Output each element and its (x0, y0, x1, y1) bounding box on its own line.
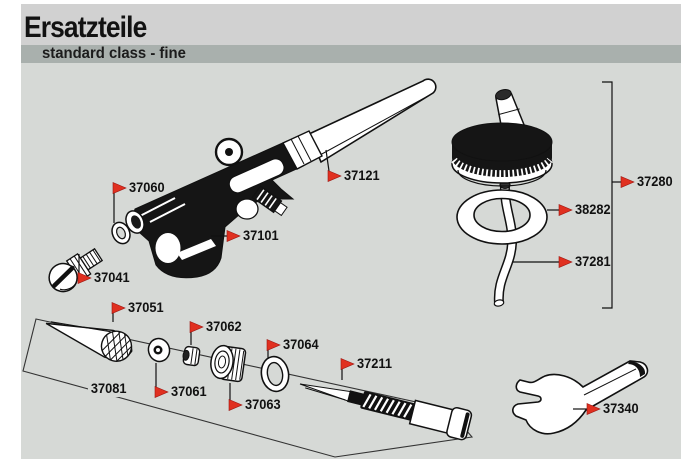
assembly-bracket (602, 81, 613, 309)
gasket-ring (456, 189, 548, 245)
part-label-38282: 38282 (575, 202, 611, 217)
needle-assembly (299, 383, 473, 441)
part-label-37060: 37060 (129, 180, 165, 195)
part-label-37064: 37064 (283, 337, 319, 352)
marker-37121-icon (327, 170, 342, 182)
airbrush-body (125, 78, 437, 279)
trigger (235, 198, 259, 220)
part-label-37101: 37101 (243, 228, 279, 243)
marker-37340-icon (586, 403, 601, 415)
leader-lines (78, 149, 621, 410)
needle-cap-cone (45, 321, 135, 366)
marker-37063-icon (228, 399, 243, 411)
wrench (512, 360, 649, 435)
o-ring (260, 355, 290, 393)
part-label-37121: 37121 (344, 168, 380, 183)
nozzle-cap (48, 247, 104, 293)
small-washer (147, 337, 171, 363)
marker-37061-icon (154, 386, 169, 398)
page-title: Ersatzteile (24, 11, 147, 44)
handle-cone (307, 78, 437, 164)
subtitle-bar (21, 45, 681, 63)
part-label-37041: 37041 (94, 270, 130, 285)
parts-group-box (22, 318, 474, 458)
part-label-37081: 37081 (88, 381, 130, 397)
air-valve-button (214, 137, 244, 167)
marker-37101-icon (226, 230, 241, 242)
air-inlet-stub (251, 185, 288, 217)
cup-lid-assembly (451, 81, 613, 309)
marker-37051-icon (111, 302, 126, 314)
part-label-37340: 37340 (603, 401, 639, 416)
marker-37060-icon (112, 182, 127, 194)
ring-nut (210, 344, 247, 383)
part-label-37051: 37051 (128, 300, 164, 315)
small-nut (182, 345, 201, 367)
part-label-37062: 37062 (206, 319, 242, 334)
marker-37211-icon (340, 358, 355, 370)
part-label-37211: 37211 (357, 356, 392, 371)
marker-37062-icon (189, 321, 204, 333)
part-label-37063: 37063 (245, 397, 281, 412)
lid (451, 89, 553, 187)
marker-37041-icon (77, 272, 92, 284)
part-label-37280: 37280 (637, 174, 673, 189)
marker-37281-icon (558, 256, 573, 268)
housing-hole (155, 233, 181, 263)
marker-38282-icon (558, 204, 573, 216)
part-label-37061: 37061 (171, 384, 207, 399)
seal-washer (111, 221, 131, 245)
part-label-37281: 37281 (575, 254, 611, 269)
header-area (21, 4, 681, 45)
flag-markers (77, 170, 635, 415)
page-subtitle: standard class - fine (42, 45, 186, 62)
marker-37280-icon (620, 176, 635, 188)
marker-37064-icon (266, 339, 281, 351)
